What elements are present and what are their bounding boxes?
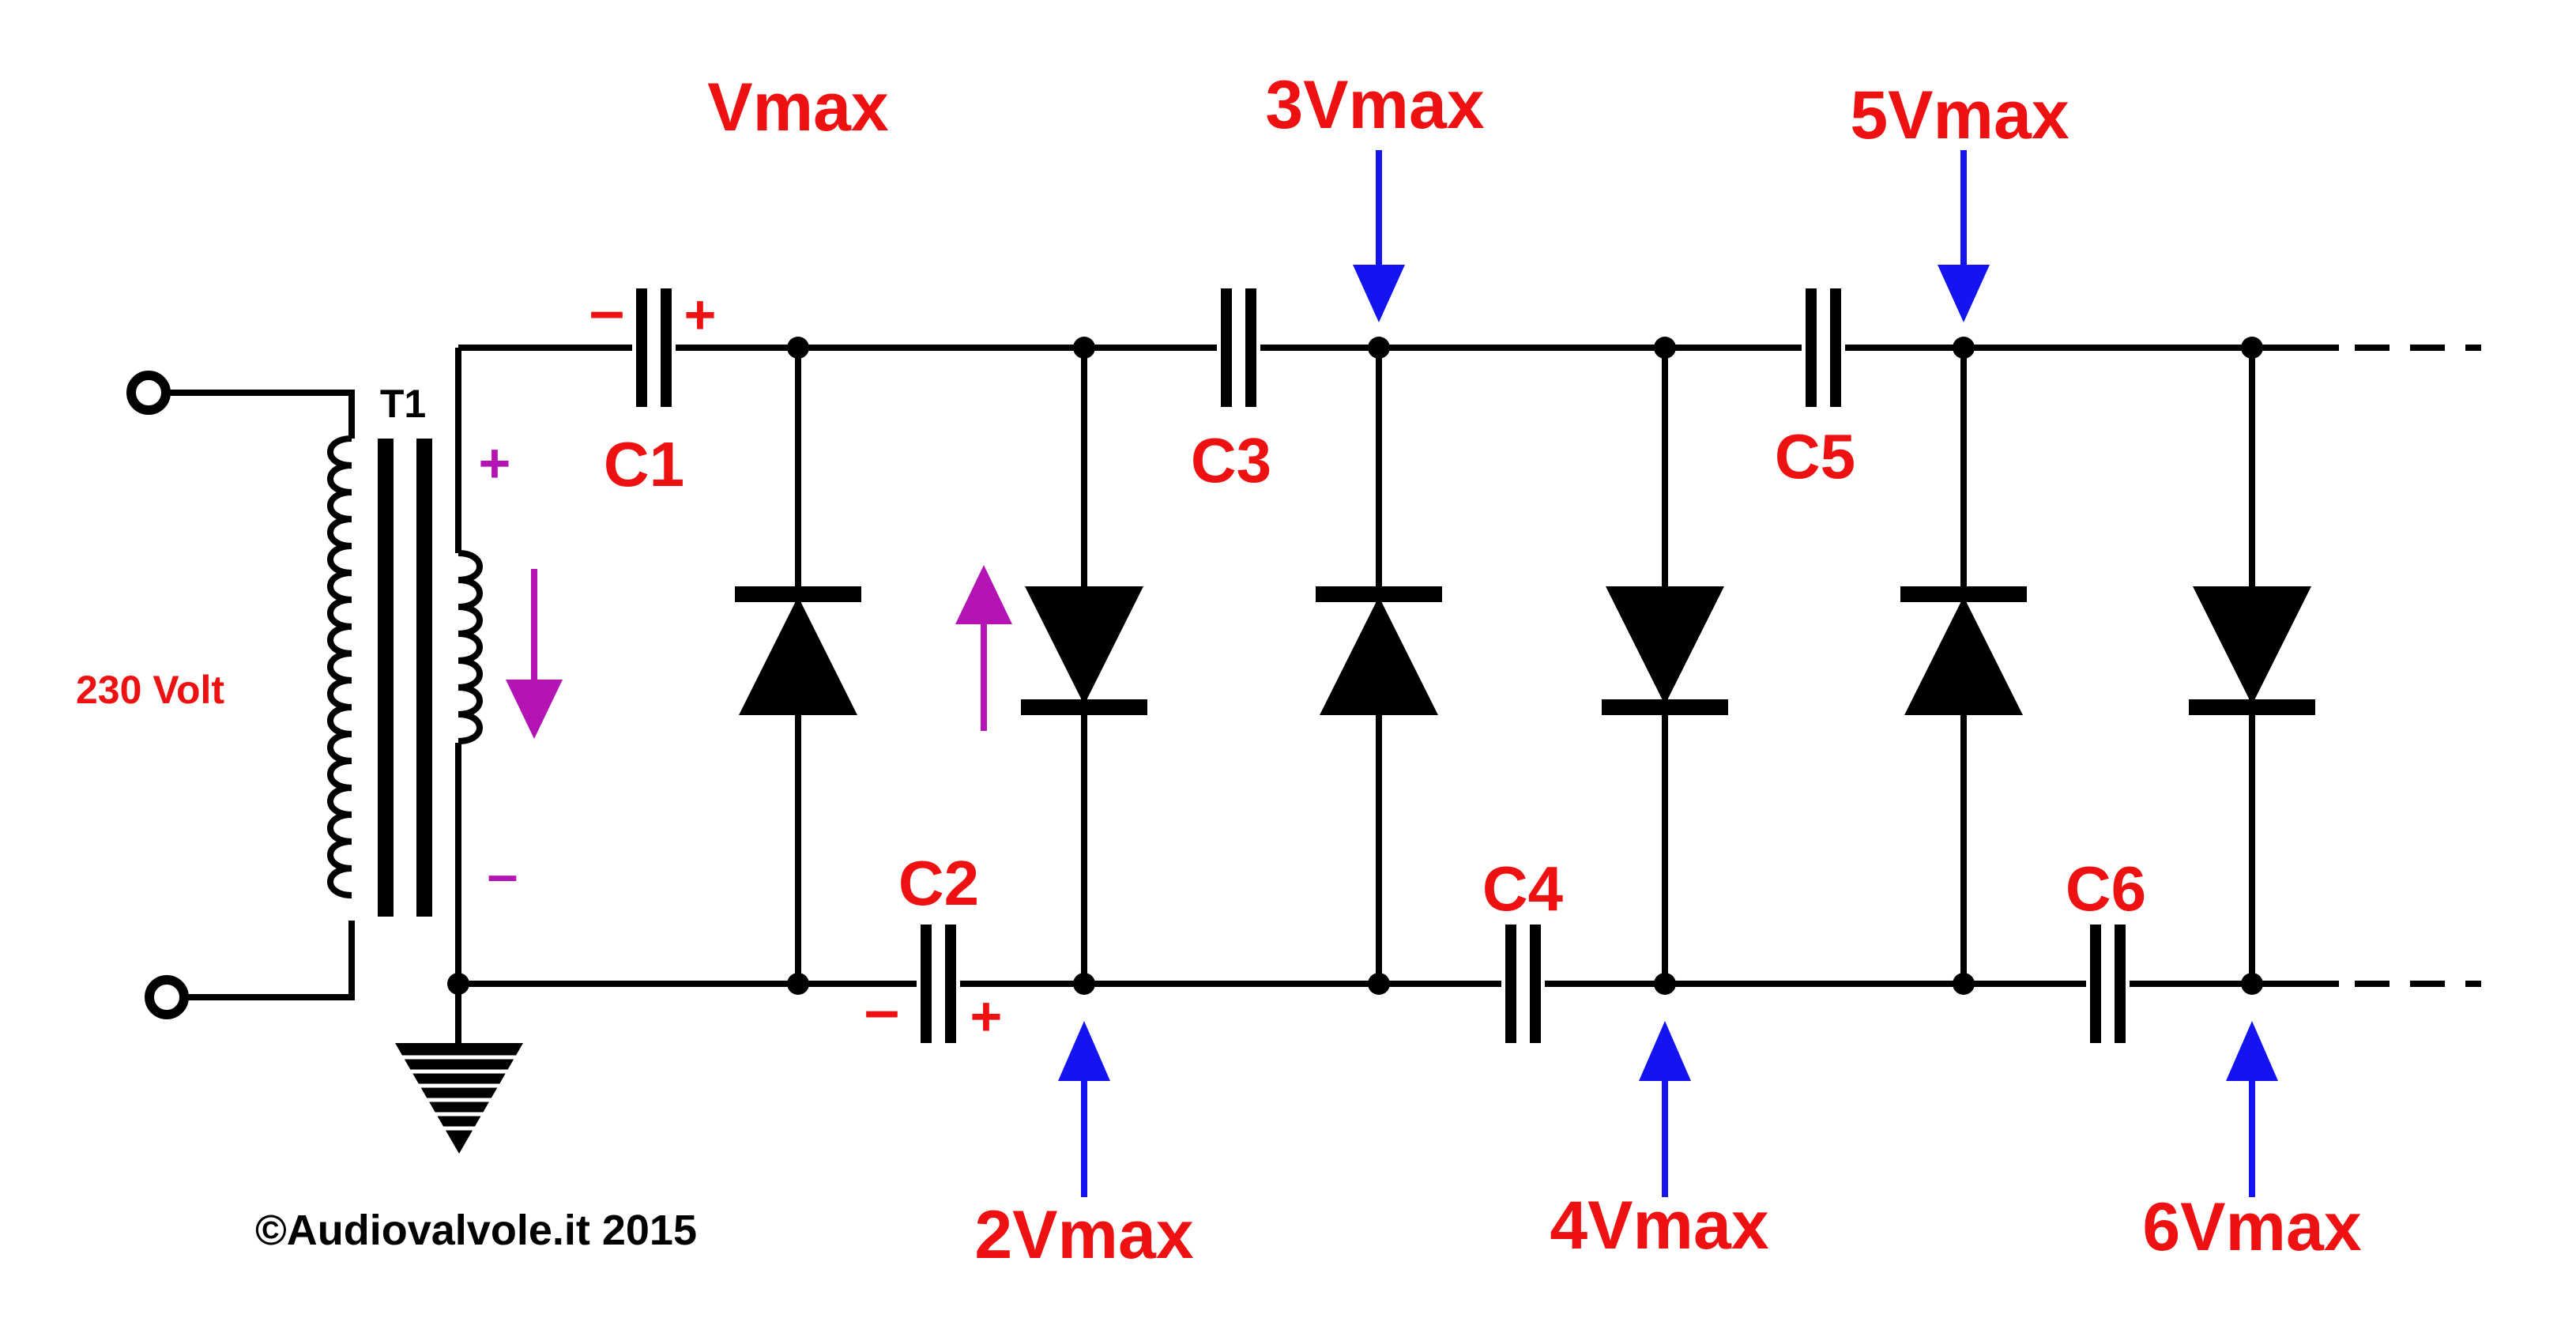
c4-label: C4 [1482, 853, 1564, 924]
junction-dots [447, 337, 2263, 995]
c2-minus-sign: – [864, 974, 900, 1045]
arrow-3vmax [1353, 150, 1405, 322]
output-arrows [1058, 150, 2278, 1197]
transformer-secondary-coil [455, 348, 483, 984]
primary-wire-top [166, 390, 355, 439]
transformer-core [378, 439, 432, 917]
c1-label: C1 [604, 429, 684, 499]
c1-plus-sign: + [684, 284, 717, 345]
mains-voltage-label: 230 Volt [76, 668, 224, 712]
diode-d1 [735, 348, 861, 984]
3vmax-label: 3Vmax [1265, 67, 1484, 143]
4vmax-label: 4Vmax [1550, 1188, 1768, 1264]
current-arrows [506, 565, 1012, 739]
capacitor-c2 [921, 925, 956, 1043]
arrow-2vmax [1058, 1021, 1110, 1197]
diode-d5 [1900, 348, 2027, 984]
diode-d6 [2189, 348, 2315, 984]
copyright-label: ©Audiovalvole.it 2015 [255, 1207, 697, 1254]
vmax-label: Vmax [707, 70, 889, 145]
c2-label: C2 [898, 848, 979, 918]
secondary-plus-sign: + [479, 432, 511, 494]
arrow-6vmax [2226, 1021, 2278, 1197]
input-terminal-bottom [145, 975, 189, 1019]
c6-label: C6 [2066, 853, 2146, 924]
capacitor-c4 [1505, 925, 1541, 1043]
current-arrow-down [506, 569, 563, 739]
arrow-5vmax [1938, 150, 1990, 322]
capacitor-c1 [636, 288, 672, 407]
transformer-label: T1 [380, 382, 426, 426]
c3-label: C3 [1191, 425, 1271, 495]
secondary-minus-sign: – [488, 843, 518, 905]
c1-minus-sign: – [589, 275, 625, 345]
capacitor-c3 [1221, 288, 1256, 407]
c2-plus-sign: + [970, 985, 1003, 1047]
diode-d2 [1021, 348, 1147, 984]
arrow-4vmax [1639, 1021, 1691, 1197]
ground-symbol [395, 984, 523, 1154]
capacitor-c5 [1806, 288, 1841, 407]
2vmax-label: 2Vmax [974, 1197, 1193, 1273]
diode-d3 [1316, 348, 1442, 984]
6vmax-label: 6Vmax [2142, 1189, 2361, 1265]
c5-label: C5 [1775, 421, 1855, 491]
primary-wire-bottom [184, 921, 355, 1000]
transformer-primary-coil [327, 435, 352, 898]
capacitor-c6 [2090, 925, 2126, 1043]
5vmax-label: 5Vmax [1850, 77, 2069, 153]
current-arrow-up [955, 565, 1012, 731]
diode-d4 [1602, 348, 1728, 984]
input-terminal-top [126, 371, 171, 415]
input-terminals [126, 371, 355, 1019]
